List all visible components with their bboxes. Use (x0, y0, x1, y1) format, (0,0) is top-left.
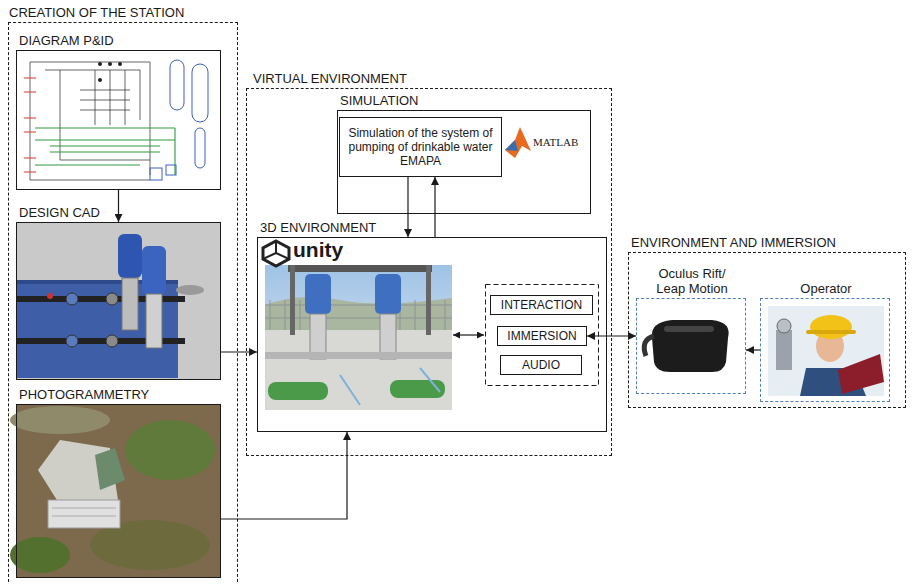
box-heading: PHOTOGRAMMETRY (19, 387, 149, 402)
box-heading: DIAGRAM P&ID (19, 33, 114, 48)
box-heading: ENVIRONMENT AND IMMERSION (631, 235, 836, 250)
connector-arrow (434, 177, 435, 237)
box-text: Simulation of the system of pumping of d… (340, 126, 501, 168)
connector-arrow (221, 351, 257, 352)
group-box (486, 285, 599, 386)
box-heading: Oculus Rift/ Leap Motion (644, 266, 740, 296)
connector-arrow (746, 349, 760, 350)
logo-text: unity (293, 238, 343, 262)
box-heading: CREATION OF THE STATION (9, 5, 184, 20)
image-panel: DIAGRAM P&ID (16, 50, 221, 190)
feature-box: INTERACTION (490, 295, 593, 315)
image-panel: DESIGN CAD (16, 222, 221, 380)
box-heading: Operator (761, 281, 891, 296)
pid-drawing (22, 56, 215, 184)
group-panel: ENVIRONMENT AND IMMERSIONOculus Rift/ Le… (628, 252, 906, 408)
matlab-logo (505, 127, 531, 158)
unity-logo (263, 241, 289, 266)
logo-text: MATLAB (533, 136, 578, 148)
double-arrow (453, 334, 484, 335)
box-heading: DESIGN CAD (19, 205, 100, 220)
box-text: IMMERSION (507, 329, 576, 343)
group-panel: CREATION OF THE STATIONDIAGRAM P&IDDESIG… (8, 22, 238, 584)
connector-arrow (407, 177, 408, 237)
photogrammetry-image (10, 405, 220, 577)
feature-box: AUDIO (500, 355, 582, 375)
box-heading: VIRTUAL ENVIRONMENT (253, 71, 407, 86)
operator-photo (768, 306, 884, 396)
box-heading: SIMULATION (340, 93, 419, 108)
connector-arrow (221, 432, 347, 519)
module-box: SIMULATIONSimulation of the system of pu… (337, 110, 591, 214)
image-panel: PHOTOGRAMMETRY (16, 404, 221, 578)
device-panel: Oculus Rift/ Leap Motion (636, 298, 746, 394)
vr-headset (644, 320, 728, 372)
operator-panel: Operator (760, 298, 890, 402)
process-box: Simulation of the system of pumping of d… (339, 117, 502, 177)
module-box: 3D ENVIRONMENTINTERACTIONIMMERSIONAUDIO (257, 237, 607, 432)
connector-arrow (118, 190, 119, 222)
feature-box: IMMERSION (497, 326, 587, 346)
box-text: AUDIO (522, 358, 560, 372)
box-heading: 3D ENVIRONMENT (260, 220, 376, 235)
box-text: INTERACTION (501, 298, 582, 312)
cad-render (17, 223, 220, 379)
unity-screenshot (265, 265, 452, 410)
